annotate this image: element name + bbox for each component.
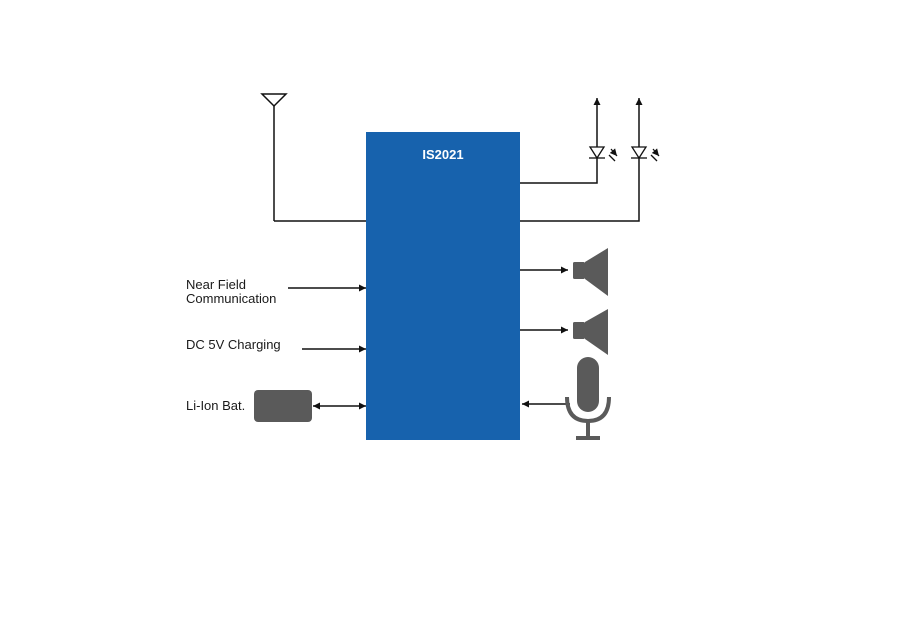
battery-label: Li-Ion Bat. — [186, 398, 245, 413]
nfc-label-line2: Communication — [186, 291, 276, 306]
led-connection-2 — [520, 98, 643, 222]
charging-label: DC 5V Charging — [186, 337, 281, 352]
chip-block — [366, 132, 520, 440]
battery-icon — [254, 390, 312, 422]
speaker-icon — [573, 248, 608, 296]
speaker-icon — [573, 309, 608, 355]
antenna-icon — [260, 93, 366, 222]
led-connection-1 — [520, 98, 601, 184]
microphone-icon — [565, 357, 611, 440]
led-icon — [630, 146, 660, 162]
nfc-label-line1: Near Field — [186, 277, 246, 292]
led-icon — [588, 146, 618, 162]
chip-label: IS2021 — [422, 147, 463, 162]
